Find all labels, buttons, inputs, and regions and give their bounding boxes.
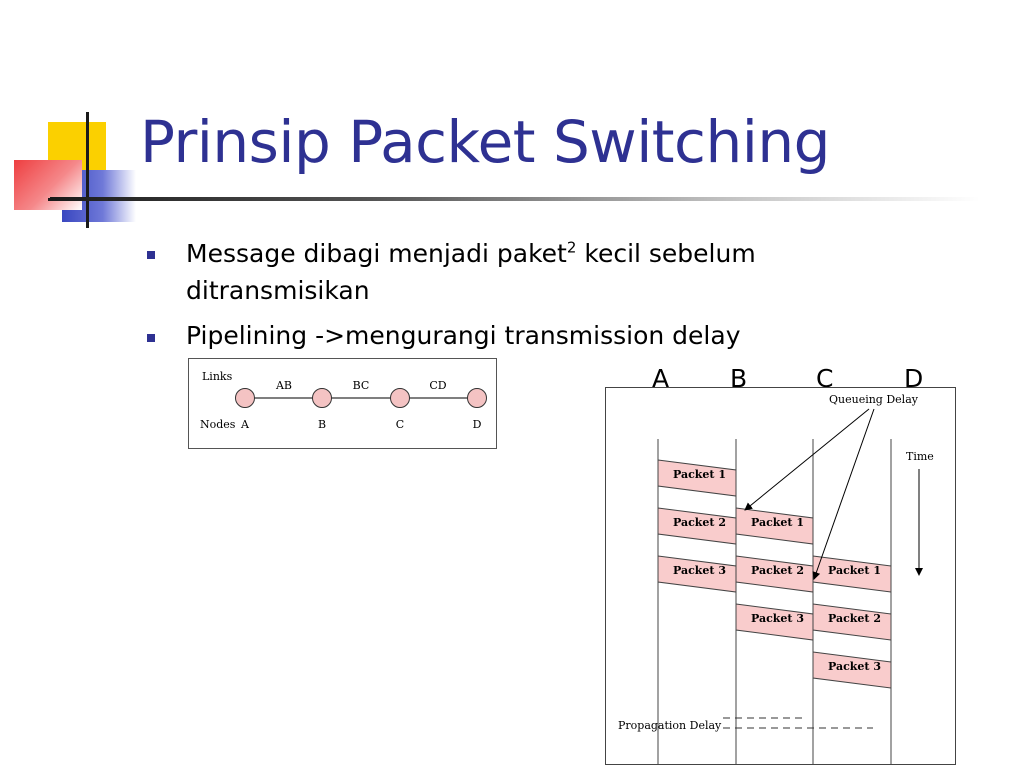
packet-block — [735, 555, 814, 593]
link-label-ab: AB — [275, 379, 292, 392]
time-label: Time — [906, 450, 934, 463]
packet-label: Packet 3 — [751, 612, 804, 625]
link-label-bc: BC — [353, 379, 370, 392]
packet-label: Packet 3 — [828, 660, 881, 673]
packet-block — [657, 459, 737, 497]
bullet-1-text-before: Message dibagi menjadi paket — [186, 239, 567, 268]
node-label-a: A — [240, 418, 250, 431]
packet-label: Packet 1 — [751, 516, 804, 529]
bullet-1-superscript: 2 — [566, 238, 577, 257]
propagation-delay-label: Propagation Delay — [618, 719, 722, 732]
node-label-b: B — [318, 418, 326, 431]
column-letter-a: A — [652, 364, 670, 393]
deco-red-square — [14, 160, 82, 210]
packet-label: Packet 2 — [828, 612, 881, 625]
bullet-text-2: Pipelining ->mengurangi transmission del… — [186, 321, 741, 350]
bullet-marker-1 — [147, 251, 155, 259]
links-nodes-diagram: Links Nodes AB BC CD A B C D — [188, 358, 497, 449]
link-label-cd: CD — [429, 379, 446, 392]
links-label: Links — [202, 370, 233, 383]
node-label-d: D — [473, 418, 482, 431]
slide-title: Prinsip Packet Switching — [140, 108, 830, 176]
packet-label: Packet 1 — [828, 564, 881, 577]
node-label-c: C — [396, 418, 404, 431]
nodes-label: Nodes — [200, 418, 236, 431]
packet-label: Packet 3 — [673, 564, 726, 577]
deco-vertical-line — [86, 112, 89, 228]
queueing-arrow-2 — [812, 408, 875, 580]
bullet-text-1: Message dibagi menjadi paket2 kecil sebe… — [186, 235, 826, 309]
node-b — [312, 388, 332, 408]
column-letter-b: B — [730, 364, 748, 393]
column-letter-d: D — [904, 364, 924, 393]
packet-block — [657, 507, 737, 545]
packet-block — [657, 555, 737, 593]
packet-label: Packet 1 — [673, 468, 726, 481]
packet-timing-diagram: Packet 1 Packet 2 Packet 3 Packet 1 Packet 2… — [605, 387, 956, 765]
packet-label: Packet 2 — [751, 564, 804, 577]
node-a — [235, 388, 255, 408]
packet-label: Packet 2 — [673, 516, 726, 529]
packet-block — [812, 651, 892, 689]
node-c — [390, 388, 410, 408]
column-letter-c: C — [816, 364, 834, 393]
node-d — [467, 388, 487, 408]
bullet-marker-2 — [147, 334, 155, 342]
bullet-1-text-after: kecil sebelum ditransmisikan — [186, 239, 756, 305]
packet-block — [812, 603, 892, 641]
queueing-arrow-1 — [744, 408, 870, 511]
title-underline — [50, 197, 980, 201]
packet-block — [735, 603, 814, 641]
queueing-delay-label: Queueing Delay — [829, 393, 919, 406]
packet-block — [735, 507, 814, 545]
